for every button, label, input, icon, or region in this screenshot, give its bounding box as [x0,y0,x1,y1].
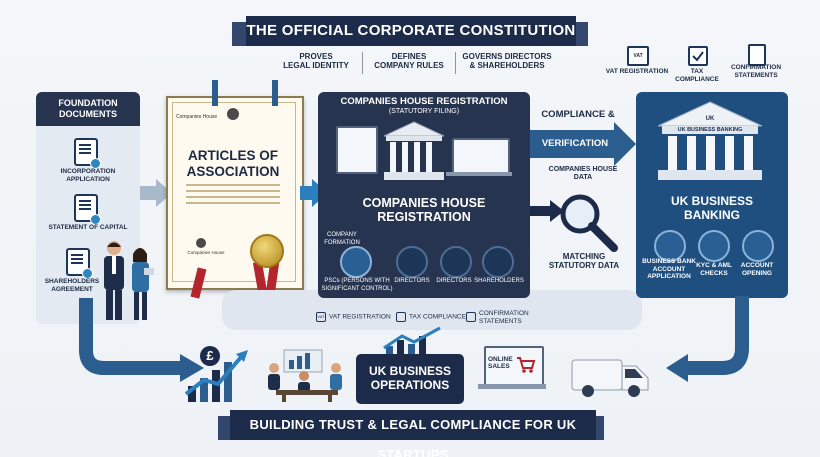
bank-building-label: UK BUSINESS BANKING [677,127,743,133]
magnifier-icon [560,194,618,252]
business-people-illustration [104,241,154,320]
online-sales-label: ONLINE SALES [488,356,513,370]
laptop-screen [452,138,510,176]
title-ribbon-left-tail [232,22,250,46]
flow-data-arrow-shaft [530,206,552,216]
flow-verification-arrow-shaft [530,130,614,158]
crest-icon [227,108,239,120]
companies-house-building-icon [383,121,445,180]
tablet-screen [336,126,378,174]
bank-building-icon [657,101,763,180]
flow-compliance-label: COMPLIANCE & [541,109,615,120]
incorporation-doc-icon [74,138,101,169]
agreement-doc-icon [66,248,93,279]
compliance-tax: TAX COMPLIANCE [396,312,476,322]
foundation-title: FOUNDATION DOCUMENTS [36,92,140,126]
arrow-foundation-articles-shaft [140,186,158,200]
ch-header: COMPANIES HOUSE REGISTRATION [340,96,508,107]
foundation-item-agreement: SHAREHOLDERS AGREEMENT [44,278,100,293]
compliance-statements: CONFIRMATION STATEMENTS [466,310,552,325]
laptop-base [446,172,512,176]
certificate-top-ribbon [272,80,278,106]
purpose-divider [455,52,456,74]
certificate-top-ribbon [212,80,218,106]
certificate-text-lines [186,184,280,186]
ch-subheader: (STATUTORY FILING) [388,108,460,115]
shopping-cart-icon [517,357,536,373]
ch-role-directors: DIRECTORS [394,278,430,284]
footer-banner: BUILDING TRUST & LEGAL COMPLIANCE FOR UK… [230,410,596,457]
certificate-footer-text: Companies House [187,250,225,255]
page-title: THE OFFICIAL CORPORATE CONSTITUTION [246,16,576,46]
growth-chart-icon [184,350,248,402]
capital-doc-icon [74,194,101,225]
pound-coin-icon: £ [200,346,220,366]
flow-data-arrow [550,200,564,222]
flow-ch-data-label: COMPANIES HOUSE DATA [548,166,618,181]
flow-verification-label: VERIFICATION [541,138,609,149]
bank-building-top-label: UK [705,116,715,122]
flow-verification-arrow [614,122,636,166]
ch-role-pscs: PSCs (PERSONS WITH SIGNIFICANT CONTROL) [321,278,393,292]
ch-role-directors-2: DIRECTORS [436,278,472,284]
shareholders-icon [482,246,514,278]
purpose-governs: GOVERNS DIRECTORS& SHAREHOLDERS [462,52,552,70]
purpose-divider [362,52,363,74]
flow-matching-label: MATCHING STATUTORY DATA [548,252,620,270]
bank-application-icon [654,230,686,262]
formation-doc-icon [340,246,372,278]
banking-item-application: BUSINESS BANK ACCOUNT APPLICATION [642,258,696,280]
ch-role-shareholders: SHAREHOLDERS [474,278,524,284]
directors-icon [440,246,472,278]
certificate-inner-border [172,102,296,282]
arrow-articles-ch-shaft [300,186,314,200]
foundation-item-incorporation: INCORPORATION APPLICATION [60,168,116,183]
tax-checkbox-icon [396,312,406,322]
statement-icon [748,44,766,66]
gold-seal [250,234,284,268]
account-opening-icon [742,230,774,262]
arrow-to-operations-left [79,298,204,382]
vat-icon: VAT [627,46,649,66]
top-statements-label: CONFIRMATION STATEMENTS [730,64,782,79]
foundation-item-capital: STATEMENT OF CAPITAL [48,224,128,231]
certificate-header-text: Companies House [176,114,218,120]
vat-badge-icon: VAT [316,312,326,322]
ch-formation-label: COMPANY FORMATION [324,232,360,246]
banking-item-kyc: KYC & AML CHECKS [696,262,732,277]
top-tax-label: TAX COMPLIANCE [675,68,719,83]
delivery-van-icon [571,359,649,397]
crest-icon-small [196,238,206,248]
arrow-to-operations-right [666,296,749,382]
operations-box [356,354,464,404]
banking-item-opening: ACCOUNT OPENING [740,262,774,277]
directors-icon [396,246,428,278]
top-vat-label: VAT REGISTRATION [605,68,669,75]
statements-checkbox-icon [466,312,476,322]
team-meeting-illustration [268,349,342,402]
online-sales-laptop-base [478,384,546,389]
operations-growth-icon [383,326,441,360]
kyc-icon [698,230,730,262]
tax-check-icon [688,46,708,66]
